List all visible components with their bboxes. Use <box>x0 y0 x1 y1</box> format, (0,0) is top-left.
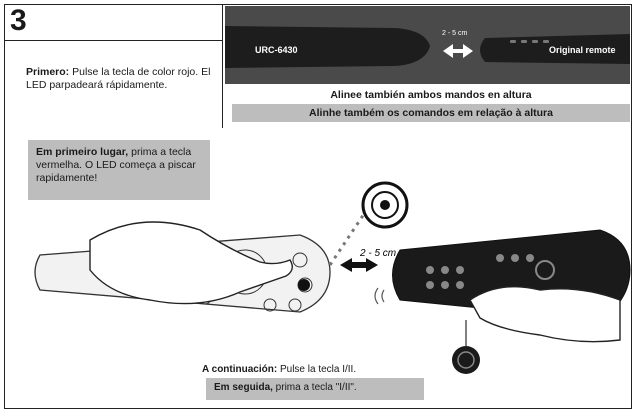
instruction-pt-text: prima a tecla vermelha. O LED começa a p… <box>36 146 196 184</box>
arrow-right-icon <box>366 258 378 272</box>
arrow-left-icon <box>443 44 453 58</box>
urc-remote-shape <box>225 26 430 68</box>
hand-drawing <box>469 285 621 343</box>
instruction-es-text: Pulse la tecla de color rojo. El LED par… <box>26 66 211 91</box>
original-remote-label: Original remote <box>549 45 616 55</box>
instruction-es: Primero: Pulse la tecla de color rojo. E… <box>26 66 211 92</box>
caption-pt: Alinhe também os comandos em relação à a… <box>232 104 630 122</box>
arrow-left-icon <box>340 258 352 272</box>
divider <box>222 4 223 128</box>
next-es-bold: A continuación: <box>202 364 278 375</box>
next-pt-bold: Em seguida, <box>214 382 273 393</box>
hand-drawing <box>89 221 293 305</box>
original-remote-buttons <box>426 254 555 289</box>
urc-remote-label: URC-6430 <box>255 45 298 55</box>
distance-small-label: 2 - 5 cm <box>442 30 468 37</box>
instruction-pt-box: Em primeiro lugar, prima a tecla vermelh… <box>28 140 210 200</box>
distance-label: 2 - 5 cm <box>360 248 397 259</box>
divider <box>4 40 222 41</box>
step-number: 3 <box>10 4 27 37</box>
next-instruction-pt-box: Em seguida, prima a tecla "I/II". <box>206 378 424 400</box>
red-key-icon <box>298 279 310 291</box>
signal-waves-icon <box>374 287 385 305</box>
original-remote-shape <box>480 34 630 64</box>
page-frame <box>4 4 632 409</box>
arrow-right-icon <box>463 44 473 58</box>
next-instruction-es: A continuación: Pulse la tecla I/II. <box>202 364 356 375</box>
original-remote-buttons <box>510 40 549 43</box>
instruction-pt-bold: Em primeiro lugar, <box>36 146 129 158</box>
i-ii-key-icon <box>452 346 480 374</box>
remotes-photo-drawing <box>225 6 630 84</box>
next-pt-text: prima a tecla "I/II". <box>272 382 357 393</box>
instruction-es-bold: Primero: <box>26 66 70 78</box>
remotes-photo <box>225 6 630 84</box>
next-es-text: Pulse la tecla I/II. <box>277 364 357 375</box>
